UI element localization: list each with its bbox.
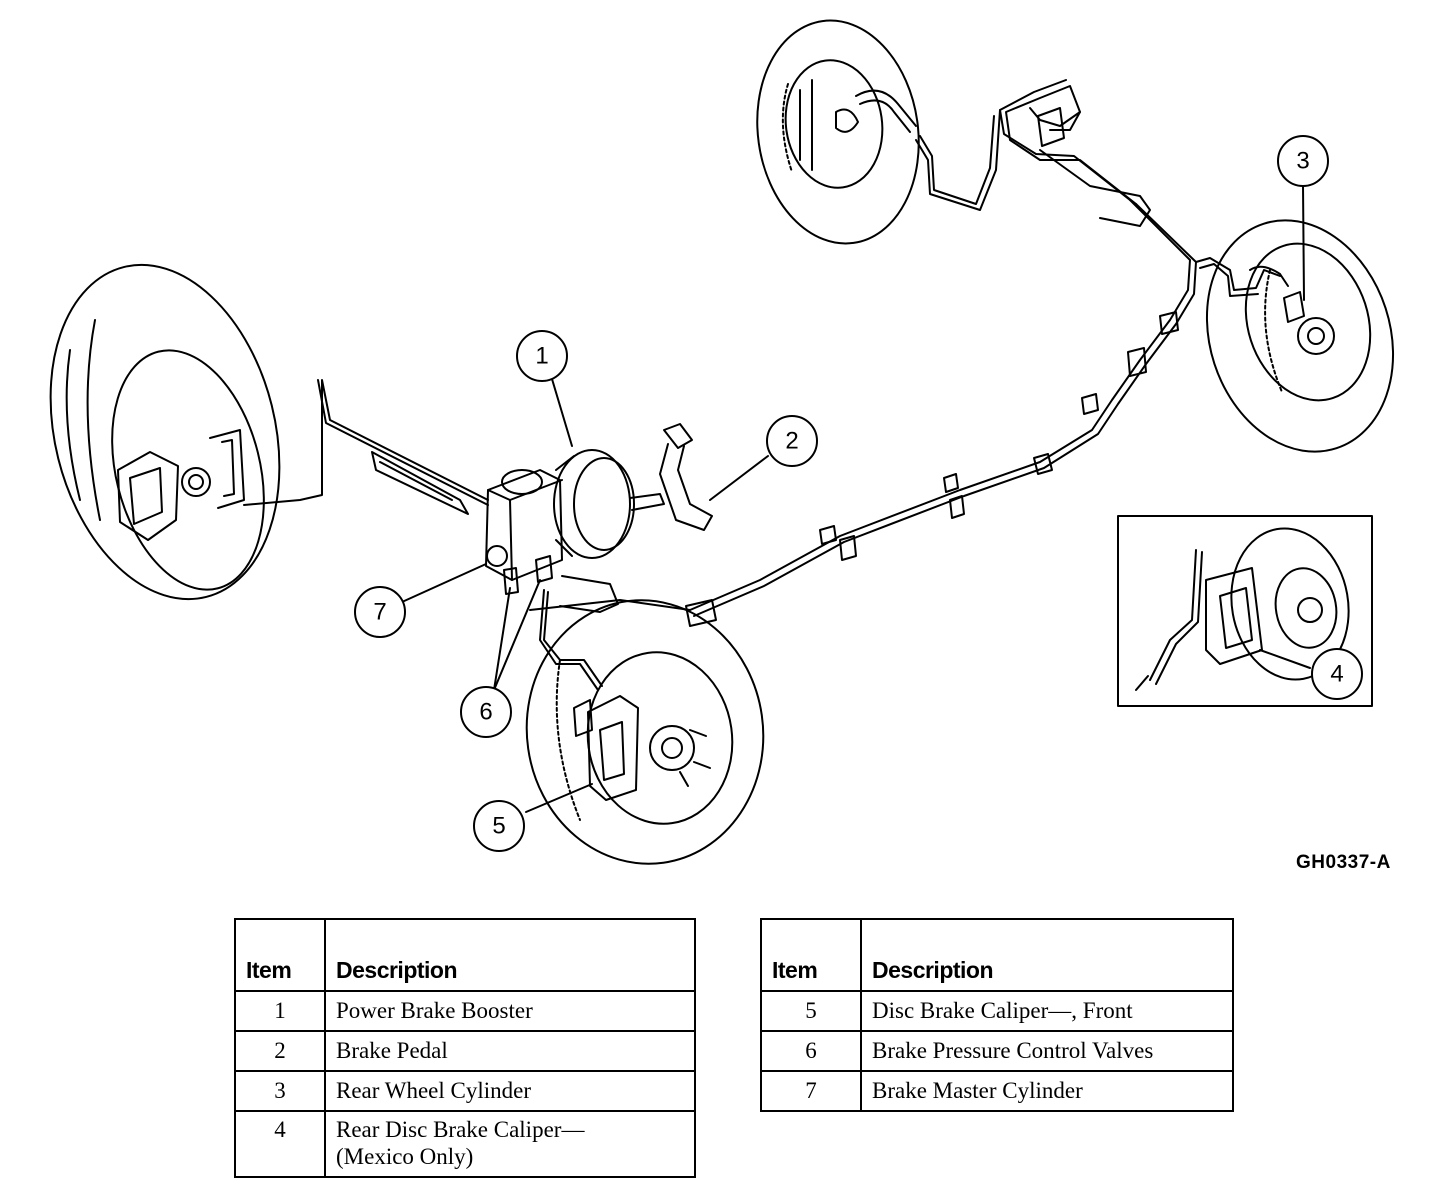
brake-system-diagram: 1 2 3 4 5 6 7 bbox=[49, 19, 1395, 865]
item-number: 6 bbox=[760, 1030, 862, 1072]
svg-text:3: 3 bbox=[1296, 148, 1309, 175]
item-number: 5 bbox=[760, 990, 862, 1032]
table-row: 3 Rear Wheel Cylinder bbox=[234, 1070, 696, 1112]
legend-table-left: Item Description 1 Power Brake Booster 2… bbox=[234, 918, 696, 1178]
left-rear-wheel bbox=[756, 19, 920, 245]
callout-4: 4 bbox=[1311, 648, 1363, 700]
legend-header-row: Item Description bbox=[760, 918, 1234, 992]
right-front-wheel bbox=[525, 599, 765, 865]
item-description: Brake Pedal bbox=[324, 1030, 696, 1072]
callout-7: 7 bbox=[354, 586, 406, 638]
svg-text:2: 2 bbox=[785, 428, 798, 455]
header-item: Item bbox=[234, 918, 326, 992]
figure-code: GH0337-A bbox=[1296, 852, 1391, 873]
table-row: 1 Power Brake Booster bbox=[234, 990, 696, 1032]
master-cylinder-drawing bbox=[371, 451, 563, 595]
header-description: Description bbox=[860, 918, 1234, 992]
table-row: 2 Brake Pedal bbox=[234, 1030, 696, 1072]
left-front-wheel bbox=[49, 263, 281, 601]
item-number: 4 bbox=[234, 1110, 326, 1178]
brake-pedal-drawing bbox=[659, 423, 713, 531]
item-description: Disc Brake Caliper—, Front bbox=[860, 990, 1234, 1032]
svg-text:4: 4 bbox=[1330, 661, 1343, 688]
power-brake-booster-drawing bbox=[553, 449, 665, 559]
table-row: 7 Brake Master Cylinder bbox=[760, 1070, 1234, 1112]
item-description: Brake Pressure Control Valves bbox=[860, 1030, 1234, 1072]
item-description-line1: Rear Disc Brake Caliper— bbox=[336, 1117, 585, 1142]
item-description: Rear Disc Brake Caliper— (Mexico Only) bbox=[324, 1110, 696, 1178]
item-description-line2: (Mexico Only) bbox=[336, 1144, 474, 1169]
brake-lines bbox=[243, 79, 1281, 691]
svg-text:7: 7 bbox=[373, 599, 386, 626]
table-row: 6 Brake Pressure Control Valves bbox=[760, 1030, 1234, 1072]
callout-6: 6 bbox=[460, 686, 512, 738]
svg-text:5: 5 bbox=[492, 813, 505, 840]
callout-3: 3 bbox=[1277, 135, 1329, 187]
right-rear-wheel bbox=[1205, 219, 1395, 453]
item-number: 3 bbox=[234, 1070, 326, 1112]
item-description: Rear Wheel Cylinder bbox=[324, 1070, 696, 1112]
item-number: 2 bbox=[234, 1030, 326, 1072]
inset-rear-disc-caliper bbox=[1117, 515, 1373, 707]
table-row: 5 Disc Brake Caliper—, Front bbox=[760, 990, 1234, 1032]
svg-text:6: 6 bbox=[479, 699, 492, 726]
item-number: 7 bbox=[760, 1070, 862, 1112]
callout-leaders bbox=[401, 184, 1311, 813]
svg-text:1: 1 bbox=[535, 343, 548, 370]
item-description: Power Brake Booster bbox=[324, 990, 696, 1032]
legend-table-right: Item Description 5 Disc Brake Caliper—, … bbox=[760, 918, 1234, 1112]
callout-1: 1 bbox=[516, 330, 568, 382]
callout-2: 2 bbox=[766, 415, 818, 467]
header-item: Item bbox=[760, 918, 862, 992]
item-number: 1 bbox=[234, 990, 326, 1032]
table-row: 4 Rear Disc Brake Caliper— (Mexico Only) bbox=[234, 1110, 696, 1178]
item-description: Brake Master Cylinder bbox=[860, 1070, 1234, 1112]
legend-header-row: Item Description bbox=[234, 918, 696, 992]
callout-5: 5 bbox=[473, 800, 525, 852]
header-description: Description bbox=[324, 918, 696, 992]
